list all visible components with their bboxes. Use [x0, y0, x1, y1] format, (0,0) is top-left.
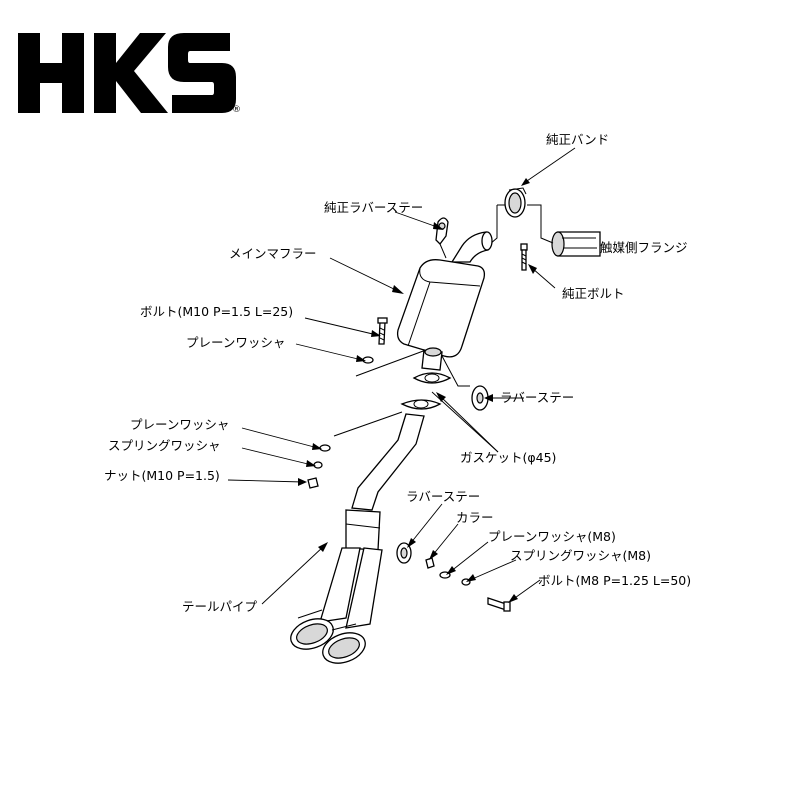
label-spring-washer-1: スプリングワッシャ — [108, 438, 221, 453]
main-muffler-part — [396, 259, 486, 358]
label-bolt-m8: ボルト(M8 P=1.25 L=50) — [538, 573, 692, 588]
catalyst-flange-part — [551, 231, 601, 257]
label-plain-washer-2: プレーンワッシャ — [130, 417, 230, 432]
outlet-flange — [412, 347, 470, 387]
label-collar: カラー — [456, 510, 494, 525]
oem-band-part — [489, 187, 554, 245]
label-main-muffler: メインマフラー — [229, 246, 317, 261]
registered-mark: ® — [232, 105, 240, 113]
label-tail-pipe: テールパイプ — [182, 599, 258, 614]
label-rubber-stay-2: ラバーステー — [406, 489, 481, 504]
label-plain-washer-m8: プレーンワッシャ(M8) — [488, 529, 616, 544]
oem-rubber-stay-part — [435, 217, 449, 259]
label-oem-bolt: 純正ボルト — [562, 286, 625, 301]
hks-logo: ® — [18, 33, 240, 113]
tail-pipe-part — [290, 411, 425, 664]
label-oem-rubber-stay: 純正ラバーステー — [324, 200, 424, 215]
inlet-pipe — [450, 231, 493, 263]
bolt-m10-part — [355, 317, 427, 377]
gasket-part — [400, 399, 442, 410]
label-bolt-m10: ボルト(M10 P=1.5 L=25) — [140, 304, 294, 319]
lower-hardware — [307, 444, 331, 489]
oem-bolt-part — [520, 243, 528, 271]
label-plain-washer-1: プレーンワッシャ — [186, 335, 286, 350]
label-oem-band: 純正バンド — [546, 132, 610, 147]
label-gasket: ガスケット(φ45) — [460, 450, 557, 465]
label-catalyst-flange: 触媒側フランジ — [600, 240, 688, 255]
leader-lines — [227, 147, 597, 605]
label-rubber-stay-1: ラバーステー — [500, 390, 575, 405]
label-spring-washer-m8: スプリングワッシャ(M8) — [510, 548, 651, 563]
label-nut-m10: ナット(M10 P=1.5) — [104, 468, 220, 483]
rear-hardware — [396, 542, 511, 612]
